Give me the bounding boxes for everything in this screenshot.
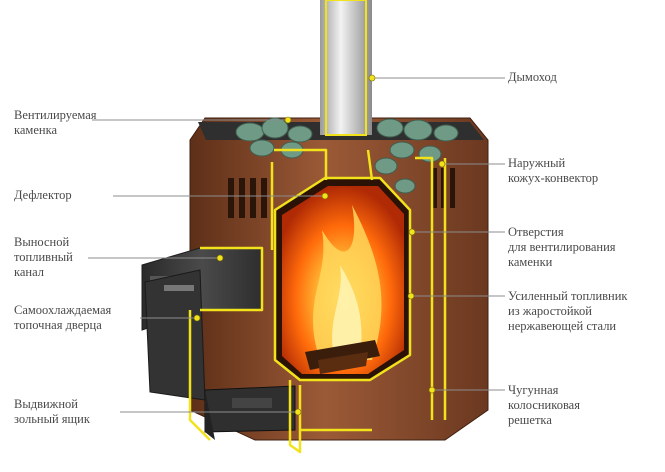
chimney-pipe	[320, 0, 372, 136]
label-fuel-channel: Выносной топливный канал	[14, 235, 73, 279]
label-outer-casing: Наружный кожух-конвектор	[508, 156, 599, 185]
label-deflector: Дефлектор	[14, 188, 72, 202]
label-vent-holes: Отверстия для вентилирования каменки	[508, 225, 616, 269]
leader-dots	[193, 74, 446, 416]
label-self-cooling-door: Самоохлаждаемая топочная дверца	[14, 303, 112, 332]
label-grate: Чугунная колосниковая решетка	[508, 383, 580, 427]
vent-slots	[228, 168, 455, 218]
ash-drawer-shape	[204, 385, 296, 440]
label-vent-kamenka: Вентилируемая каменка	[14, 108, 97, 137]
logs	[305, 340, 380, 374]
label-chimney: Дымоход	[508, 70, 557, 84]
label-ash-drawer: Выдвижной зольный ящик	[14, 397, 90, 426]
firebox-shape	[275, 178, 410, 380]
label-firebox: Усиленный топливник из жаростойкой нержа…	[508, 289, 628, 333]
leader-lines	[88, 77, 505, 413]
stones	[235, 117, 459, 194]
